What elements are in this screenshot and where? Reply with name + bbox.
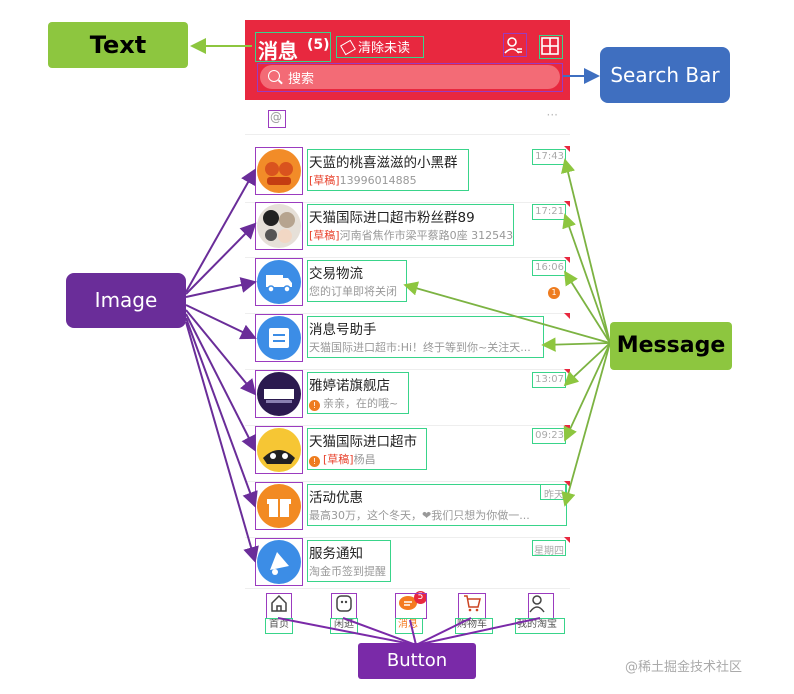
alert-icon: ! <box>309 400 320 411</box>
search-icon <box>268 70 280 82</box>
conversation-name: 天猫国际进口超市 <box>309 434 417 450</box>
conversation-name: 交易物流 <box>309 266 363 282</box>
conversation-preview: 您的订单即将关闭 <box>309 283 397 299</box>
conversation-name: 消息号助手 <box>309 322 377 338</box>
preview-text: 13996014885 <box>339 174 417 187</box>
contacts-button[interactable] <box>503 35 523 55</box>
conversation-time: 16:06 <box>535 262 564 273</box>
tmall-avatar-image <box>257 428 301 472</box>
button-callout: Button <box>358 643 476 679</box>
pinned-corner-icon <box>564 481 570 487</box>
pinned-corner-icon <box>564 146 570 152</box>
tab-label: 闲逛 <box>334 619 354 630</box>
cart-icon <box>464 595 481 612</box>
image-callout: Image <box>66 273 186 328</box>
preview-text: 天猫国际进口超市:Hi！终于等到你~关注天... <box>309 341 531 354</box>
conversation-preview: !亲亲，在的哦~ <box>309 395 398 411</box>
conversation-time: 09:23 <box>535 430 564 441</box>
conversation-name: 天蓝的桃喜滋滋的小黑群 <box>309 155 458 171</box>
tab-label: 我的淘宝 <box>517 619 557 630</box>
unread-count: (5) <box>307 37 330 53</box>
draft-tag: [草稿] <box>309 174 340 187</box>
tab-home[interactable]: 首页 <box>249 593 309 630</box>
mention-button[interactable]: @ <box>270 110 282 124</box>
alert-icon: ! <box>309 456 320 467</box>
tab-profile[interactable]: 我的淘宝 <box>507 593 567 630</box>
pinned-corner-icon <box>564 201 570 207</box>
conversation-preview: [草稿]河南省焦作市梁平蔡路0座 312543 <box>309 227 513 243</box>
conversation-preview: 天猫国际进口超市:Hi！终于等到你~关注天... <box>309 339 531 355</box>
tab-messages[interactable]: 5 消息 <box>378 591 438 630</box>
conversation-time: 星期四 <box>534 546 564 557</box>
conversation-row[interactable]: 雅婷诺旗舰店!亲亲，在的哦~ 13:07 <box>245 369 570 426</box>
preview-text: 最高30万，这个冬天，❤我们只想为你做一... <box>309 509 530 522</box>
tab-cart[interactable]: 购物车 <box>442 593 502 630</box>
draft-tag: [草稿] <box>309 229 340 242</box>
group-avatar-orange-image <box>257 149 301 193</box>
unread-badge: 1 <box>548 287 560 299</box>
add-button[interactable] <box>541 37 561 57</box>
preview-text: 淘金币签到提醒 <box>309 565 386 578</box>
conversation-time: 17:21 <box>535 206 564 217</box>
pinned-corner-icon <box>564 257 570 263</box>
conversation-name: 活动优惠 <box>309 490 363 506</box>
conversation-time: 昨天 <box>544 490 564 501</box>
preview-text: 杨昌 <box>353 453 376 466</box>
search-input[interactable]: 搜索 <box>260 65 560 89</box>
clear-unread-button[interactable]: 清除未读 <box>338 37 420 57</box>
search-placeholder: 搜索 <box>288 72 315 87</box>
conversation-preview: 最高30万，这个冬天，❤我们只想为你做一... <box>309 507 530 523</box>
draft-tag: [草稿] <box>323 453 354 466</box>
group-avatar-mixed-image <box>257 204 301 248</box>
profile-icon <box>529 595 545 613</box>
button-connectors <box>277 617 541 646</box>
truck-icon <box>257 260 301 304</box>
contacts-icon <box>504 37 522 54</box>
home-icon <box>271 594 287 612</box>
message-callout: Message <box>610 322 732 370</box>
message-connectors <box>403 158 611 507</box>
conversation-preview: [草稿]13996014885 <box>309 172 417 188</box>
preview-text: 您的订单即将关闭 <box>309 285 397 298</box>
tab-wander[interactable]: 闲逛 <box>314 593 374 630</box>
message-icon <box>399 596 417 610</box>
assistant-icon <box>257 316 301 360</box>
yatnuo-logo-image <box>257 372 301 416</box>
watermark: @稀土掘金技术社区 <box>625 660 743 675</box>
more-icon[interactable]: ··· <box>546 108 558 122</box>
mention-bar: @ ··· <box>245 104 570 135</box>
conversation-preview: 淘金币签到提醒 <box>309 563 386 579</box>
conversation-time: 17:43 <box>535 151 564 162</box>
tab-label: 购物车 <box>457 619 487 630</box>
pinned-corner-icon <box>564 537 570 543</box>
conversation-name: 天猫国际进口超市粉丝群89 <box>309 210 475 226</box>
text-callout: Text <box>48 22 188 68</box>
conversation-preview: ![草稿]杨昌 <box>309 451 376 467</box>
tab-label: 首页 <box>269 619 289 630</box>
preview-text: 亲亲，在的哦~ <box>323 397 399 410</box>
preview-text: 河南省焦作市梁平蔡路0座 312543 <box>339 229 514 242</box>
conversation-time: 13:07 <box>535 374 564 385</box>
clear-unread-label: 清除未读 <box>358 41 411 56</box>
tab-label: 消息 <box>398 619 418 630</box>
wander-icon <box>336 595 352 612</box>
plus-box-icon <box>541 37 559 55</box>
conversation-name: 服务通知 <box>309 546 363 562</box>
image-connectors <box>185 168 259 563</box>
bell-icon <box>257 540 301 584</box>
search-bar-callout: Search Bar <box>600 47 730 103</box>
conversation-name: 雅婷诺旗舰店 <box>309 378 390 394</box>
pinned-corner-icon <box>564 313 570 319</box>
page-title: 消息 <box>258 39 298 63</box>
tab-badge: 5 <box>414 591 427 604</box>
gift-icon <box>257 484 301 528</box>
